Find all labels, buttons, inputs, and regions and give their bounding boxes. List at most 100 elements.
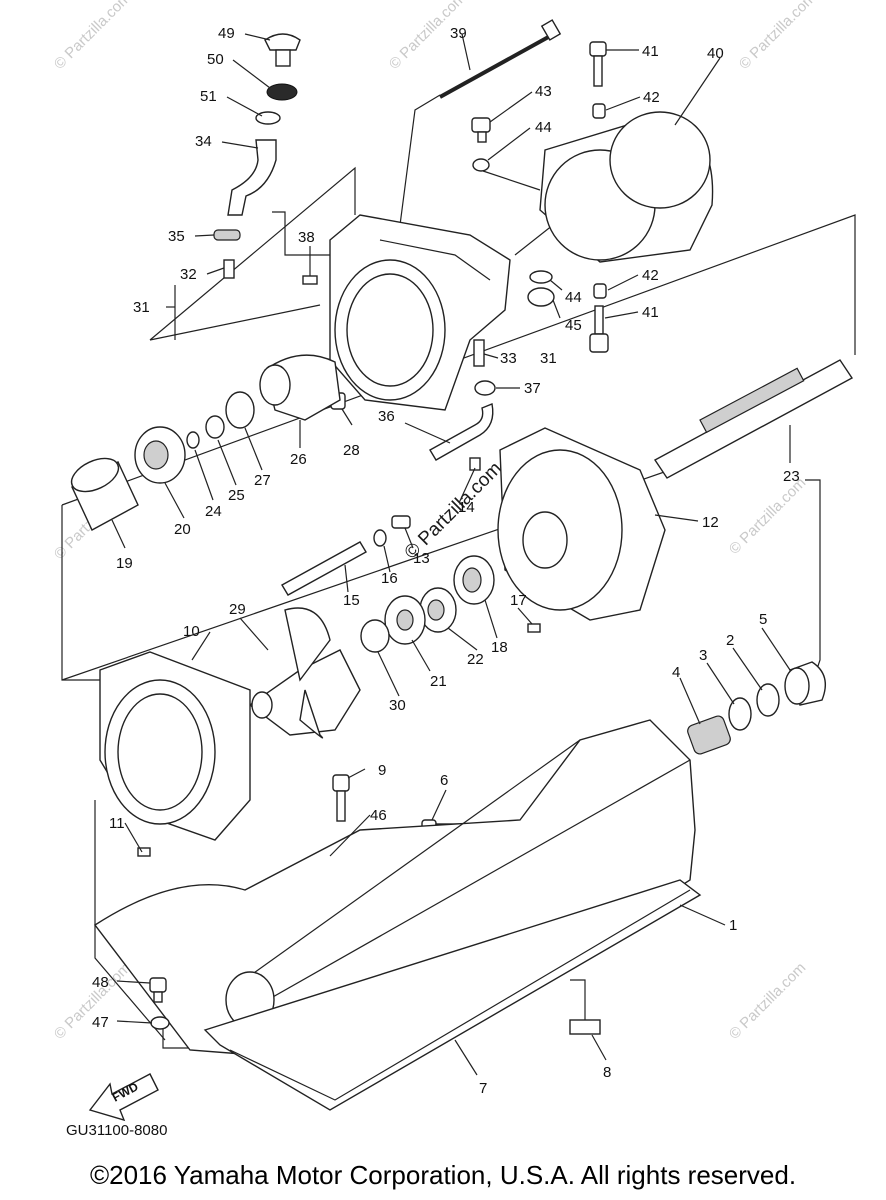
part-51-clamp [255, 111, 281, 125]
callout-11: 11 [109, 815, 125, 832]
callout-20: 20 [174, 521, 191, 538]
part-5-cap [784, 661, 826, 706]
part-14-bolt [469, 457, 481, 471]
part-12-impeller-housing [497, 427, 666, 621]
callout-31: 31 [133, 299, 150, 316]
callout-21: 21 [430, 673, 447, 690]
callout-49: 49 [218, 25, 235, 42]
part-19-sleeve [70, 457, 139, 531]
center-watermark: © Partzilla.com [401, 458, 506, 563]
callout-43: 43 [535, 83, 552, 100]
part-21-seal [384, 595, 426, 645]
callout-14: 14 [458, 499, 475, 516]
part-38-pin [302, 275, 318, 285]
callout-10: 10 [183, 623, 200, 640]
part-10-stator-housing [99, 651, 251, 841]
callout-42: 42 [642, 267, 659, 284]
callout-40: 40 [707, 45, 724, 62]
callout-41: 41 [642, 43, 659, 60]
part-44-washer [472, 158, 490, 172]
callout-22: 22 [467, 651, 484, 668]
assembly-guide-lines [61, 94, 856, 1049]
part-25-nut [205, 415, 225, 439]
callout-41: 41 [642, 304, 659, 321]
diagram-code: GU31100-8080 [66, 1122, 167, 1139]
callout-23: 23 [783, 468, 800, 485]
part-shapes: FWD [70, 19, 854, 1122]
part-26-elbow [259, 354, 341, 421]
callout-45: 45 [565, 317, 582, 334]
watermark: © Partzilla.com [736, 0, 819, 73]
callout-44: 44 [535, 119, 552, 136]
callout-3: 3 [699, 647, 707, 664]
part-2-ring [756, 683, 780, 717]
part-9-plug [332, 774, 350, 822]
part-48-bolt [149, 977, 167, 1003]
callout-29: 29 [229, 601, 246, 618]
callout-13: 13 [413, 550, 430, 567]
callout-1: 1 [729, 917, 737, 934]
callout-31: 31 [540, 350, 557, 367]
callout-51: 51 [200, 88, 217, 105]
copyright-notice: ©2016 Yamaha Motor Corporation, U.S.A. A… [90, 1160, 796, 1190]
part-8-label [569, 1019, 601, 1035]
callout-6: 6 [440, 772, 448, 789]
part-43-bolt [471, 117, 491, 143]
part-27-oring [225, 391, 255, 429]
part-40-nozzle [539, 111, 714, 263]
part-30-spacer [360, 619, 390, 653]
part-42-collar [593, 283, 607, 299]
part-29-impeller [248, 607, 361, 739]
callout-27: 27 [254, 472, 271, 489]
part-44-washer [529, 270, 553, 284]
part-46-1-intake-housing [93, 719, 702, 1111]
part-15-shaft [281, 541, 367, 596]
part-20-bearing [134, 426, 186, 484]
callout-4: 4 [672, 664, 680, 681]
watermark: © Partzilla.com [726, 474, 809, 557]
part-49-cap [264, 33, 301, 67]
part-50-nut [266, 83, 298, 101]
part-16-clip [373, 529, 387, 547]
part-24-washer [186, 431, 200, 449]
callout-42: 42 [643, 89, 660, 106]
callout-32: 32 [180, 266, 197, 283]
callout-28: 28 [343, 442, 360, 459]
part-18-bearing [453, 555, 495, 605]
fwd-direction-arrow: FWD [88, 1073, 159, 1122]
callout-7: 7 [479, 1080, 487, 1097]
part-37-clamp [474, 380, 496, 396]
callout-15: 15 [343, 592, 360, 609]
part-45-nut [527, 287, 555, 307]
callout-44: 44 [565, 289, 582, 306]
part-13-bolt [391, 515, 411, 529]
callout-50: 50 [207, 51, 224, 68]
callout-33: 33 [500, 350, 517, 367]
part-41-bolt-bottom [589, 305, 609, 353]
callout-25: 25 [228, 487, 245, 504]
callout-2: 2 [726, 632, 734, 649]
callout-36: 36 [378, 408, 395, 425]
part-32-fitting [223, 259, 235, 279]
part-4-bearing [687, 715, 731, 755]
part-31-duct-housing [329, 214, 511, 411]
part-35-clamp [213, 229, 241, 241]
callout-17: 17 [510, 592, 527, 609]
leader-lines [111, 33, 791, 1076]
part-34-hose [227, 139, 277, 216]
callout-9: 9 [378, 762, 386, 779]
part-47-washer [150, 1016, 170, 1030]
callout-47: 47 [92, 1014, 109, 1031]
callout-48: 48 [92, 974, 109, 991]
callout-16: 16 [381, 570, 398, 587]
callout-numbers: 49 50 51 34 35 32 31 38 39 43 44 41 42 4… [92, 25, 800, 1097]
part-42-collar [592, 103, 606, 119]
callout-18: 18 [491, 639, 508, 656]
part-23-shaft [653, 359, 854, 479]
callout-5: 5 [759, 611, 767, 628]
callout-39: 39 [450, 25, 467, 42]
part-22-bearing [419, 587, 457, 633]
callout-12: 12 [702, 514, 719, 531]
